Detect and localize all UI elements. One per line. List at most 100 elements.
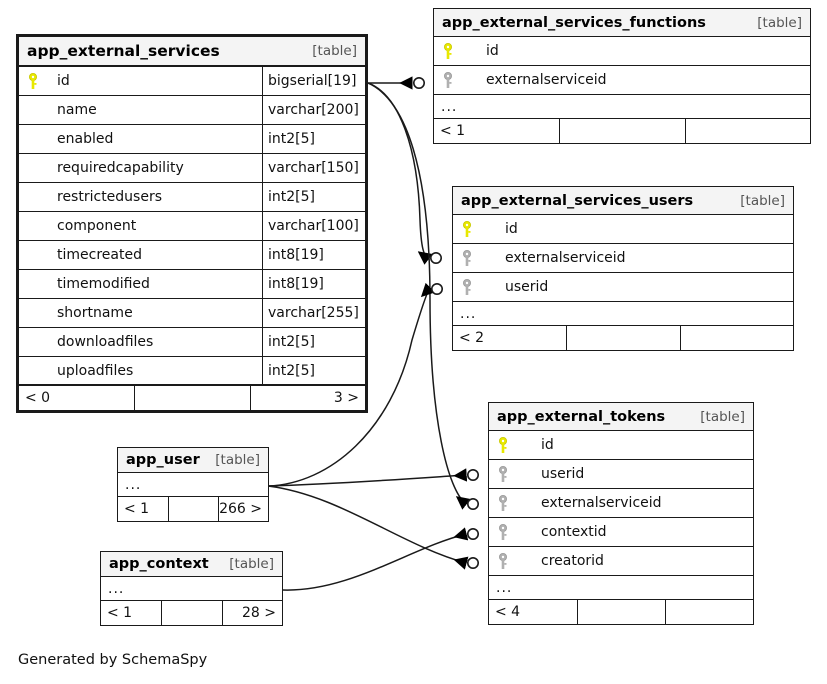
table-row[interactable]: userid [489,460,753,489]
footer-parent-count: < 0 [25,390,51,406]
table-row[interactable]: id bigserial[19] [19,67,365,96]
column-name: restrictedusers [57,189,163,205]
column-name: downloadfiles [57,334,154,350]
foreign-key-icon [442,71,466,89]
table-row[interactable]: creatorid [489,547,753,576]
table-row[interactable]: shortname varchar[255] [19,299,365,328]
column-type: varchar[100] [268,218,359,234]
table-row[interactable]: externalserviceid [453,244,793,273]
table-row[interactable]: id [434,37,810,66]
column-name: enabled [57,131,114,147]
table-app-user[interactable]: app_user [table] ... < 1 266 > [117,447,269,522]
table-header: app_context [table] [101,552,282,577]
table-app-external-services-users[interactable]: app_external_services_users [table] id [452,186,794,351]
foreign-key-icon [497,465,521,483]
column-type-cell: int8[19] [262,241,365,269]
table-row[interactable]: requiredcapability varchar[150] [19,154,365,183]
column-type: int2[5] [268,362,315,379]
table-row[interactable]: externalserviceid [434,66,810,95]
table-type-tag: [table] [229,556,274,572]
column-name: name [57,102,97,118]
table-header: app_external_services [table] [19,37,365,67]
column-name-cell: id [19,67,262,95]
table-title: app_external_services [27,42,220,60]
table-app-external-services[interactable]: app_external_services [table] id bigseri… [16,34,368,413]
table-type-tag: [table] [757,14,802,31]
footer-child-count [665,600,753,624]
column-name-cell: contextid [489,518,753,546]
column-type: bigserial[19] [268,73,357,89]
table-row[interactable]: uploadfiles int2[5] [19,357,365,386]
primary-key-icon [497,436,521,454]
footer-parent-count: < 1 [440,123,466,139]
column-name-cell: shortname [19,299,262,327]
column-name: externalserviceid [541,495,662,511]
table-app-context[interactable]: app_context [table] ... < 1 28 > [100,551,283,626]
more-columns-indicator: ... [434,95,810,119]
column-name-cell: creatorid [489,547,753,575]
column-name-cell: id [434,37,810,65]
column-name-cell: externalserviceid [453,244,793,272]
edge-context-to-tokens-contextid [282,527,469,591]
column-name: component [57,218,137,234]
table-title: app_user [126,452,200,468]
column-type-cell: int8[19] [262,270,365,298]
more-columns-indicator: ... [489,576,753,600]
column-type: int2[5] [268,189,315,205]
table-app-external-services-functions[interactable]: app_external_services_functions [table] … [433,8,811,144]
footer-middle [577,600,665,624]
column-name: requiredcapability [57,160,184,176]
footer-child-count: 266 > [218,497,268,521]
footer-middle [566,326,679,350]
table-footer: < 1 266 > [118,497,268,521]
edge-endpoint-circle [466,468,479,481]
table-footer: < 1 [434,119,810,143]
column-name: shortname [57,305,133,321]
table-row[interactable]: restrictedusers int2[5] [19,183,365,212]
table-row[interactable]: downloadfiles int2[5] [19,328,365,357]
column-name-cell: name [19,96,262,124]
column-name-cell: id [453,215,793,243]
column-name-cell: enabled [19,125,262,153]
edge-endpoint-circle [412,77,425,90]
foreign-key-icon [461,249,485,267]
footer-parent-count: < 1 [124,501,150,517]
column-type: varchar[150] [268,160,359,176]
table-footer: < 1 28 > [101,601,282,625]
column-type-cell: varchar[100] [262,212,365,240]
table-row[interactable]: timecreated int8[19] [19,241,365,270]
column-type: int8[19] [268,276,324,292]
table-footer: < 4 [489,600,753,624]
table-row[interactable]: id [489,431,753,460]
column-name: id [486,43,499,59]
table-row[interactable]: contextid [489,518,753,547]
edge-endpoint-circle [429,252,442,265]
table-row[interactable]: timemodified int8[19] [19,270,365,299]
column-name: creatorid [541,553,604,569]
edge-endpoint-circle [466,497,479,510]
column-name: timemodified [57,276,150,292]
foreign-key-icon [497,523,521,541]
table-type-tag: [table] [312,43,357,59]
table-title: app_external_tokens [497,408,666,425]
column-type: int2[5] [268,334,315,350]
table-title: app_context [109,556,209,572]
table-footer: < 0 3 > [19,386,365,410]
table-app-external-tokens[interactable]: app_external_tokens [table] id [488,402,754,625]
table-row[interactable]: externalserviceid [489,489,753,518]
table-row[interactable]: enabled int2[5] [19,125,365,154]
table-row[interactable]: userid [453,273,793,302]
edge-endpoint-circle [466,527,479,540]
column-type-cell: int2[5] [262,183,365,211]
table-row[interactable]: name varchar[200] [19,96,365,125]
more-columns-indicator: ... [118,473,268,497]
column-type-cell: int2[5] [262,125,365,153]
table-header: app_user [table] [118,448,268,473]
column-name-cell: externalserviceid [489,489,753,517]
column-type-cell: varchar[255] [262,299,365,327]
table-row[interactable]: id [453,215,793,244]
footer-parent-count: < 1 [107,605,133,621]
table-row[interactable]: component varchar[100] [19,212,365,241]
column-name: timecreated [57,247,142,263]
